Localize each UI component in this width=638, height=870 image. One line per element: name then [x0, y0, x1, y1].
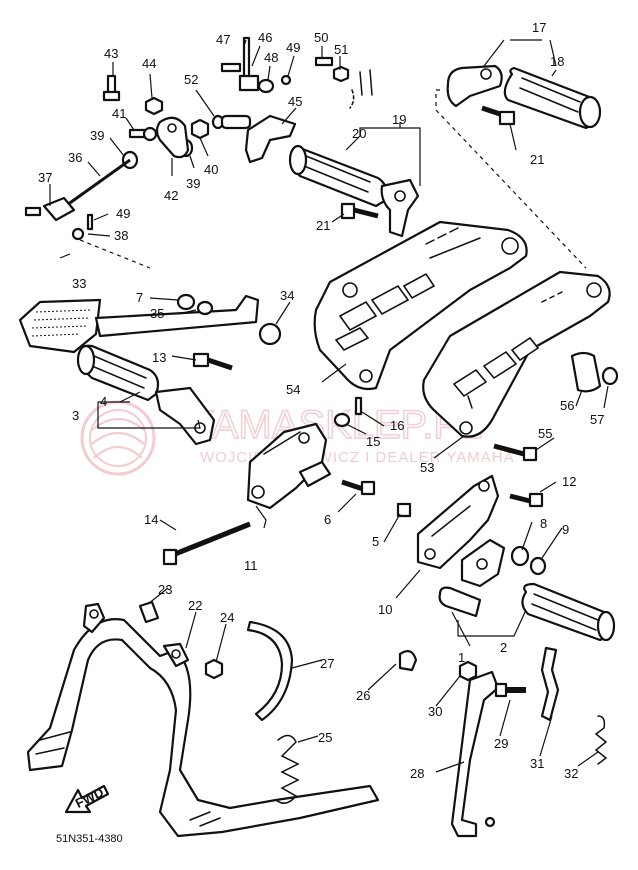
callout-37: 37	[38, 170, 52, 185]
callout-38: 38	[114, 228, 128, 243]
callout-5: 5	[372, 534, 379, 549]
callout-32: 32	[564, 766, 578, 781]
callout-29: 29	[494, 736, 508, 751]
callout-17: 17	[532, 20, 546, 35]
callout-10: 10	[378, 602, 392, 617]
rider-footpeg-2	[438, 582, 616, 642]
stand-spring-25	[275, 734, 300, 804]
callout-21-left: 21	[316, 218, 330, 233]
callout-21-right: 21	[530, 152, 544, 167]
footpeg-plate-10	[396, 474, 547, 588]
stand-spring-arm-27	[246, 620, 294, 722]
fwd-label: FWD	[73, 784, 106, 810]
callout-8: 8	[540, 516, 547, 531]
callout-11: 11	[244, 558, 258, 573]
shift-linkage-assembly	[211, 36, 373, 164]
callout-34: 34	[280, 288, 294, 303]
footrest-bracket-11	[162, 422, 376, 566]
footpeg-bracket-right-53	[422, 270, 611, 438]
callout-41: 41	[112, 106, 126, 121]
callout-40: 40	[204, 162, 218, 177]
callout-30: 30	[428, 704, 442, 719]
callout-12: 12	[562, 474, 576, 489]
callout-4: 4	[100, 394, 107, 409]
callout-3: 3	[72, 408, 79, 423]
callout-46: 46	[258, 30, 272, 45]
callout-15: 15	[366, 434, 380, 449]
callout-56: 56	[560, 398, 574, 413]
callout-48: 48	[264, 50, 278, 65]
callout-39-right: 39	[186, 176, 200, 191]
callout-18: 18	[550, 54, 564, 69]
fwd-arrow-icon: FWD	[64, 784, 110, 814]
callout-22: 22	[188, 598, 202, 613]
callout-24: 24	[220, 610, 234, 625]
callout-2: 2	[500, 640, 507, 655]
callout-6: 6	[324, 512, 331, 527]
brake-rod-assembly	[24, 74, 210, 241]
callout-49-left: 49	[116, 206, 130, 221]
footpeg-bracket-left-54	[313, 220, 528, 391]
callout-44: 44	[142, 56, 156, 71]
callout-7: 7	[136, 290, 143, 305]
passenger-footpeg-right	[446, 64, 602, 130]
callout-23: 23	[158, 582, 172, 597]
callout-31: 31	[530, 756, 544, 771]
callout-55: 55	[538, 426, 552, 441]
side-stand-28	[398, 646, 608, 838]
callout-54: 54	[286, 382, 300, 397]
callout-33: 33	[72, 276, 86, 291]
callout-9: 9	[562, 522, 569, 537]
callout-49-top: 49	[286, 40, 300, 55]
passenger-footpeg-left	[288, 144, 420, 238]
callout-20: 20	[352, 126, 366, 141]
callout-28: 28	[410, 766, 424, 781]
callout-39-left: 39	[90, 128, 104, 143]
callout-labels: 1 2 3 4 5 6 7 8 9 10 11 12 13 14 15 16 1…	[38, 20, 604, 781]
callout-19: 19	[392, 112, 406, 127]
callout-1: 1	[458, 650, 465, 665]
callout-45: 45	[288, 94, 302, 109]
callout-57: 57	[590, 412, 604, 427]
bracket-hardware	[333, 351, 619, 462]
callout-26: 26	[356, 688, 370, 703]
callout-35: 35	[150, 306, 164, 321]
callout-36: 36	[68, 150, 82, 165]
diagram-code: 51N351-4380	[56, 833, 123, 845]
callout-51: 51	[334, 42, 348, 57]
watermark-subtitle: WOJCIECH NOWICZ I DEALER YAMAHA	[200, 449, 515, 466]
callout-13: 13	[152, 350, 166, 365]
callout-47: 47	[216, 32, 230, 47]
watermark-logo	[80, 400, 156, 476]
brake-pedal-33	[18, 293, 282, 354]
callout-52: 52	[184, 72, 198, 87]
callout-14: 14	[144, 512, 158, 527]
leader-lines	[49, 39, 609, 773]
callout-53: 53	[420, 460, 434, 475]
callout-42: 42	[164, 188, 178, 203]
callout-50: 50	[314, 30, 328, 45]
center-stand-22	[26, 600, 380, 838]
callout-43: 43	[104, 46, 118, 61]
callout-16: 16	[390, 418, 404, 433]
callout-27: 27	[320, 656, 334, 671]
callout-25: 25	[318, 730, 332, 745]
